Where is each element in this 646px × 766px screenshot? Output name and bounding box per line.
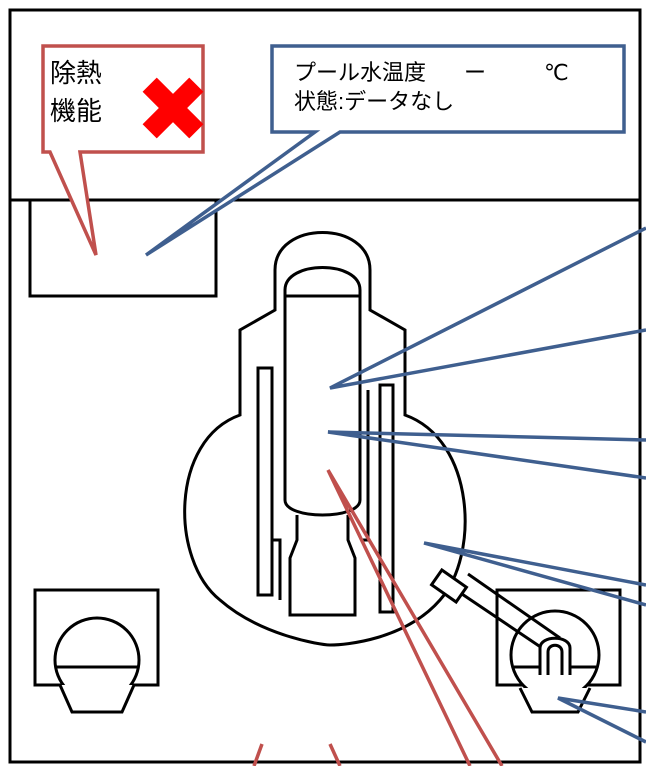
containment-vessel — [183, 231, 467, 647]
pointer-bottom — [557, 696, 646, 744]
heat-removal-line1: 除熱 — [50, 58, 103, 88]
pointer-bottom-left — [252, 743, 264, 766]
spent-fuel-pool — [28, 198, 218, 298]
vent-flange — [429, 567, 469, 605]
pool-temperature-label: プール水温度 ー ℃ 状態:データなし — [294, 58, 624, 116]
pool-temperature-value: ー — [464, 60, 487, 85]
inner-wall-left — [272, 538, 282, 600]
reactor-pressure-vessel — [283, 266, 362, 517]
red-x-icon — [142, 77, 204, 139]
pool-temperature-unit: ℃ — [544, 60, 569, 85]
pedestal — [288, 515, 357, 617]
bottom-callout-pointers — [252, 469, 504, 766]
shield-wall-right — [378, 383, 395, 614]
pool-temperature-title: プール水温度 — [294, 60, 427, 85]
building-outline — [8, 8, 642, 764]
pointer-rpv — [326, 469, 504, 766]
downcomer — [538, 636, 572, 675]
pointer-lower — [423, 541, 646, 607]
pointer-upper — [329, 226, 646, 390]
inner-wall-right — [362, 390, 370, 542]
pointer-middle — [327, 430, 646, 480]
shield-wall-left — [256, 366, 274, 597]
left-chamber-base — [58, 684, 136, 714]
heat-removal-line2: 機能 — [50, 96, 103, 126]
pointer-bottom-right — [328, 743, 342, 766]
right-callout-pointers — [327, 226, 646, 744]
pool-status-line: 状態:データなし — [294, 89, 455, 114]
heat-removal-label: 除熱 機能 — [50, 54, 130, 130]
pool-temperature-callout-box — [144, 44, 626, 257]
vent-pipe — [455, 572, 561, 654]
